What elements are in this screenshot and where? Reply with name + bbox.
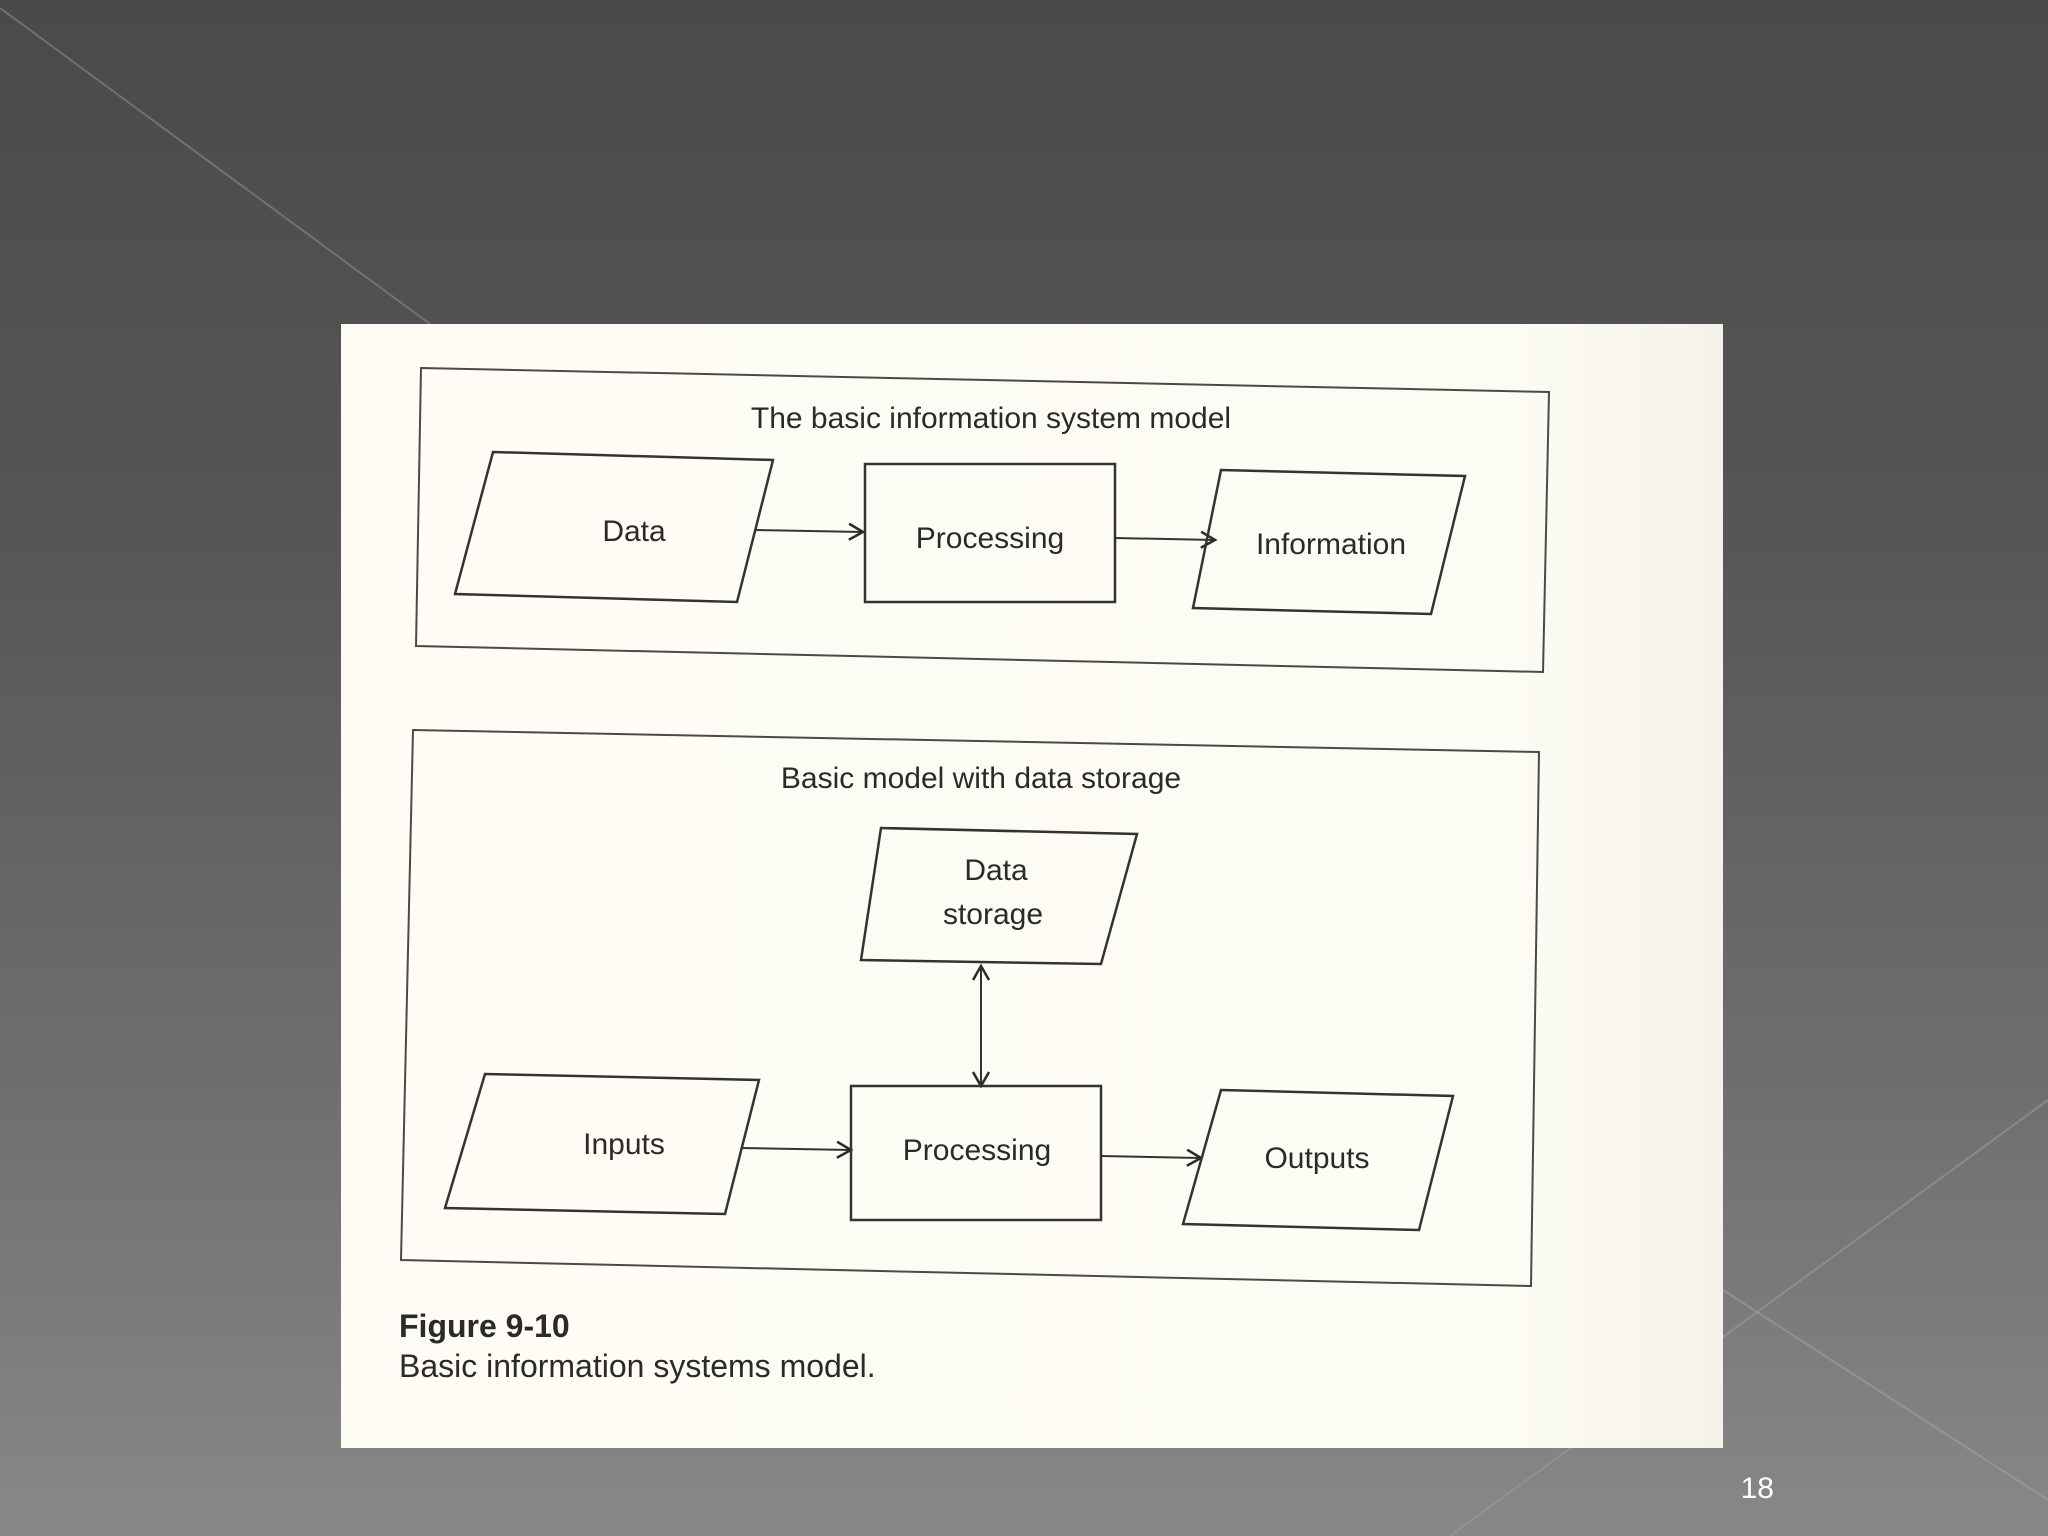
arrow-processing-to-outputs [1100, 1148, 1204, 1167]
data-storage-label-line2: storage [943, 898, 1043, 931]
arrow-processing-to-information [1114, 530, 1218, 549]
bottom-panel-frame [399, 728, 1541, 1288]
figure-caption: Figure 9-10 Basic information systems mo… [399, 1306, 876, 1386]
data-node-label: Data [602, 515, 666, 548]
bottom-panel-title: Basic model with data storage [781, 762, 1181, 795]
outputs-node-label: Outputs [1264, 1142, 1369, 1175]
arrow-data-to-processing [754, 522, 866, 541]
processing-box-storage-model [849, 1084, 1103, 1222]
processing-box [863, 462, 1117, 604]
information-system-diagram: The basic information system model Data … [399, 366, 1551, 1288]
figure-caption-text: Basic information systems model. [399, 1348, 876, 1384]
outputs-parallelogram [1181, 1088, 1455, 1232]
inputs-parallelogram [443, 1072, 761, 1216]
inputs-node-label: Inputs [583, 1128, 665, 1161]
figure-number: Figure 9-10 [399, 1308, 570, 1344]
information-output-parallelogram [1191, 468, 1467, 616]
processing-node-label: Processing [916, 522, 1064, 555]
processing-node-label-storage-model: Processing [903, 1134, 1051, 1167]
figure-scan: The basic information system model Data … [341, 324, 1723, 1448]
information-node-label: Information [1256, 528, 1406, 561]
data-input-parallelogram [453, 450, 775, 604]
top-panel-title: The basic information system model [751, 402, 1231, 435]
bottom-panel: Basic model with data storage Data stora… [399, 728, 1541, 1288]
data-storage-parallelogram [859, 826, 1139, 966]
top-panel-frame [414, 366, 1551, 674]
arrow-inputs-to-processing [740, 1140, 854, 1159]
data-storage-label-line1: Data [964, 854, 1028, 887]
top-panel: The basic information system model Data … [414, 366, 1551, 674]
slide-number: 18 [1740, 1472, 1774, 1505]
